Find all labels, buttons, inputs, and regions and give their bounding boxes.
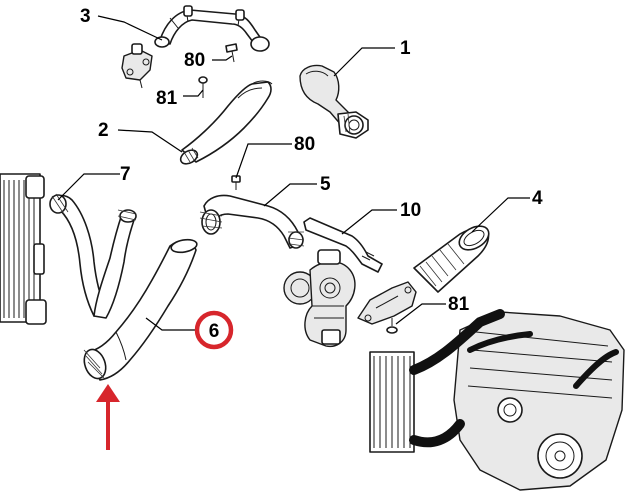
intercooler[interactable] xyxy=(0,173,47,325)
turbocharger[interactable] xyxy=(283,249,356,348)
part-3-pipe[interactable] xyxy=(154,5,270,52)
callout-2: 2 xyxy=(98,120,109,141)
part-4-bracket[interactable] xyxy=(357,281,417,325)
callout-7: 7 xyxy=(120,164,131,185)
leader-lines xyxy=(57,15,530,331)
part-1-elbow[interactable] xyxy=(299,64,369,139)
callout-3: 3 xyxy=(80,6,91,27)
callout-5: 5 xyxy=(320,174,331,195)
part-2-pipe[interactable] xyxy=(178,80,273,167)
callout-80-lower: 80 xyxy=(294,134,315,155)
washer-81-upper[interactable] xyxy=(198,76,208,98)
bolt-80-lower[interactable] xyxy=(231,175,241,190)
callout-80-upper: 80 xyxy=(184,50,205,71)
callout-81-lower: 81 xyxy=(448,294,470,315)
callout-10: 10 xyxy=(400,200,421,221)
callout-81-upper: 81 xyxy=(156,88,178,109)
bolt-80-upper[interactable] xyxy=(225,43,238,63)
red-arrow-indicator xyxy=(96,384,120,450)
part-6-hose[interactable] xyxy=(80,238,198,382)
part-7-hose[interactable] xyxy=(49,193,137,319)
callout-1: 1 xyxy=(400,38,411,59)
part-10-rod[interactable] xyxy=(303,217,383,273)
callout-labels: 3 1 80 81 2 80 7 5 4 10 81 xyxy=(80,6,543,315)
callout-6: 6 xyxy=(209,321,220,342)
callout-4: 4 xyxy=(532,188,543,209)
part-5-hose[interactable] xyxy=(199,194,305,249)
part-4-pipe[interactable] xyxy=(413,221,493,293)
part-3-valve[interactable] xyxy=(121,43,153,89)
highlighted-callout-6[interactable]: 6 xyxy=(194,310,234,350)
engine-assembly[interactable] xyxy=(369,309,625,491)
highlight-ring xyxy=(194,310,234,350)
washer-81-lower[interactable] xyxy=(386,318,398,334)
